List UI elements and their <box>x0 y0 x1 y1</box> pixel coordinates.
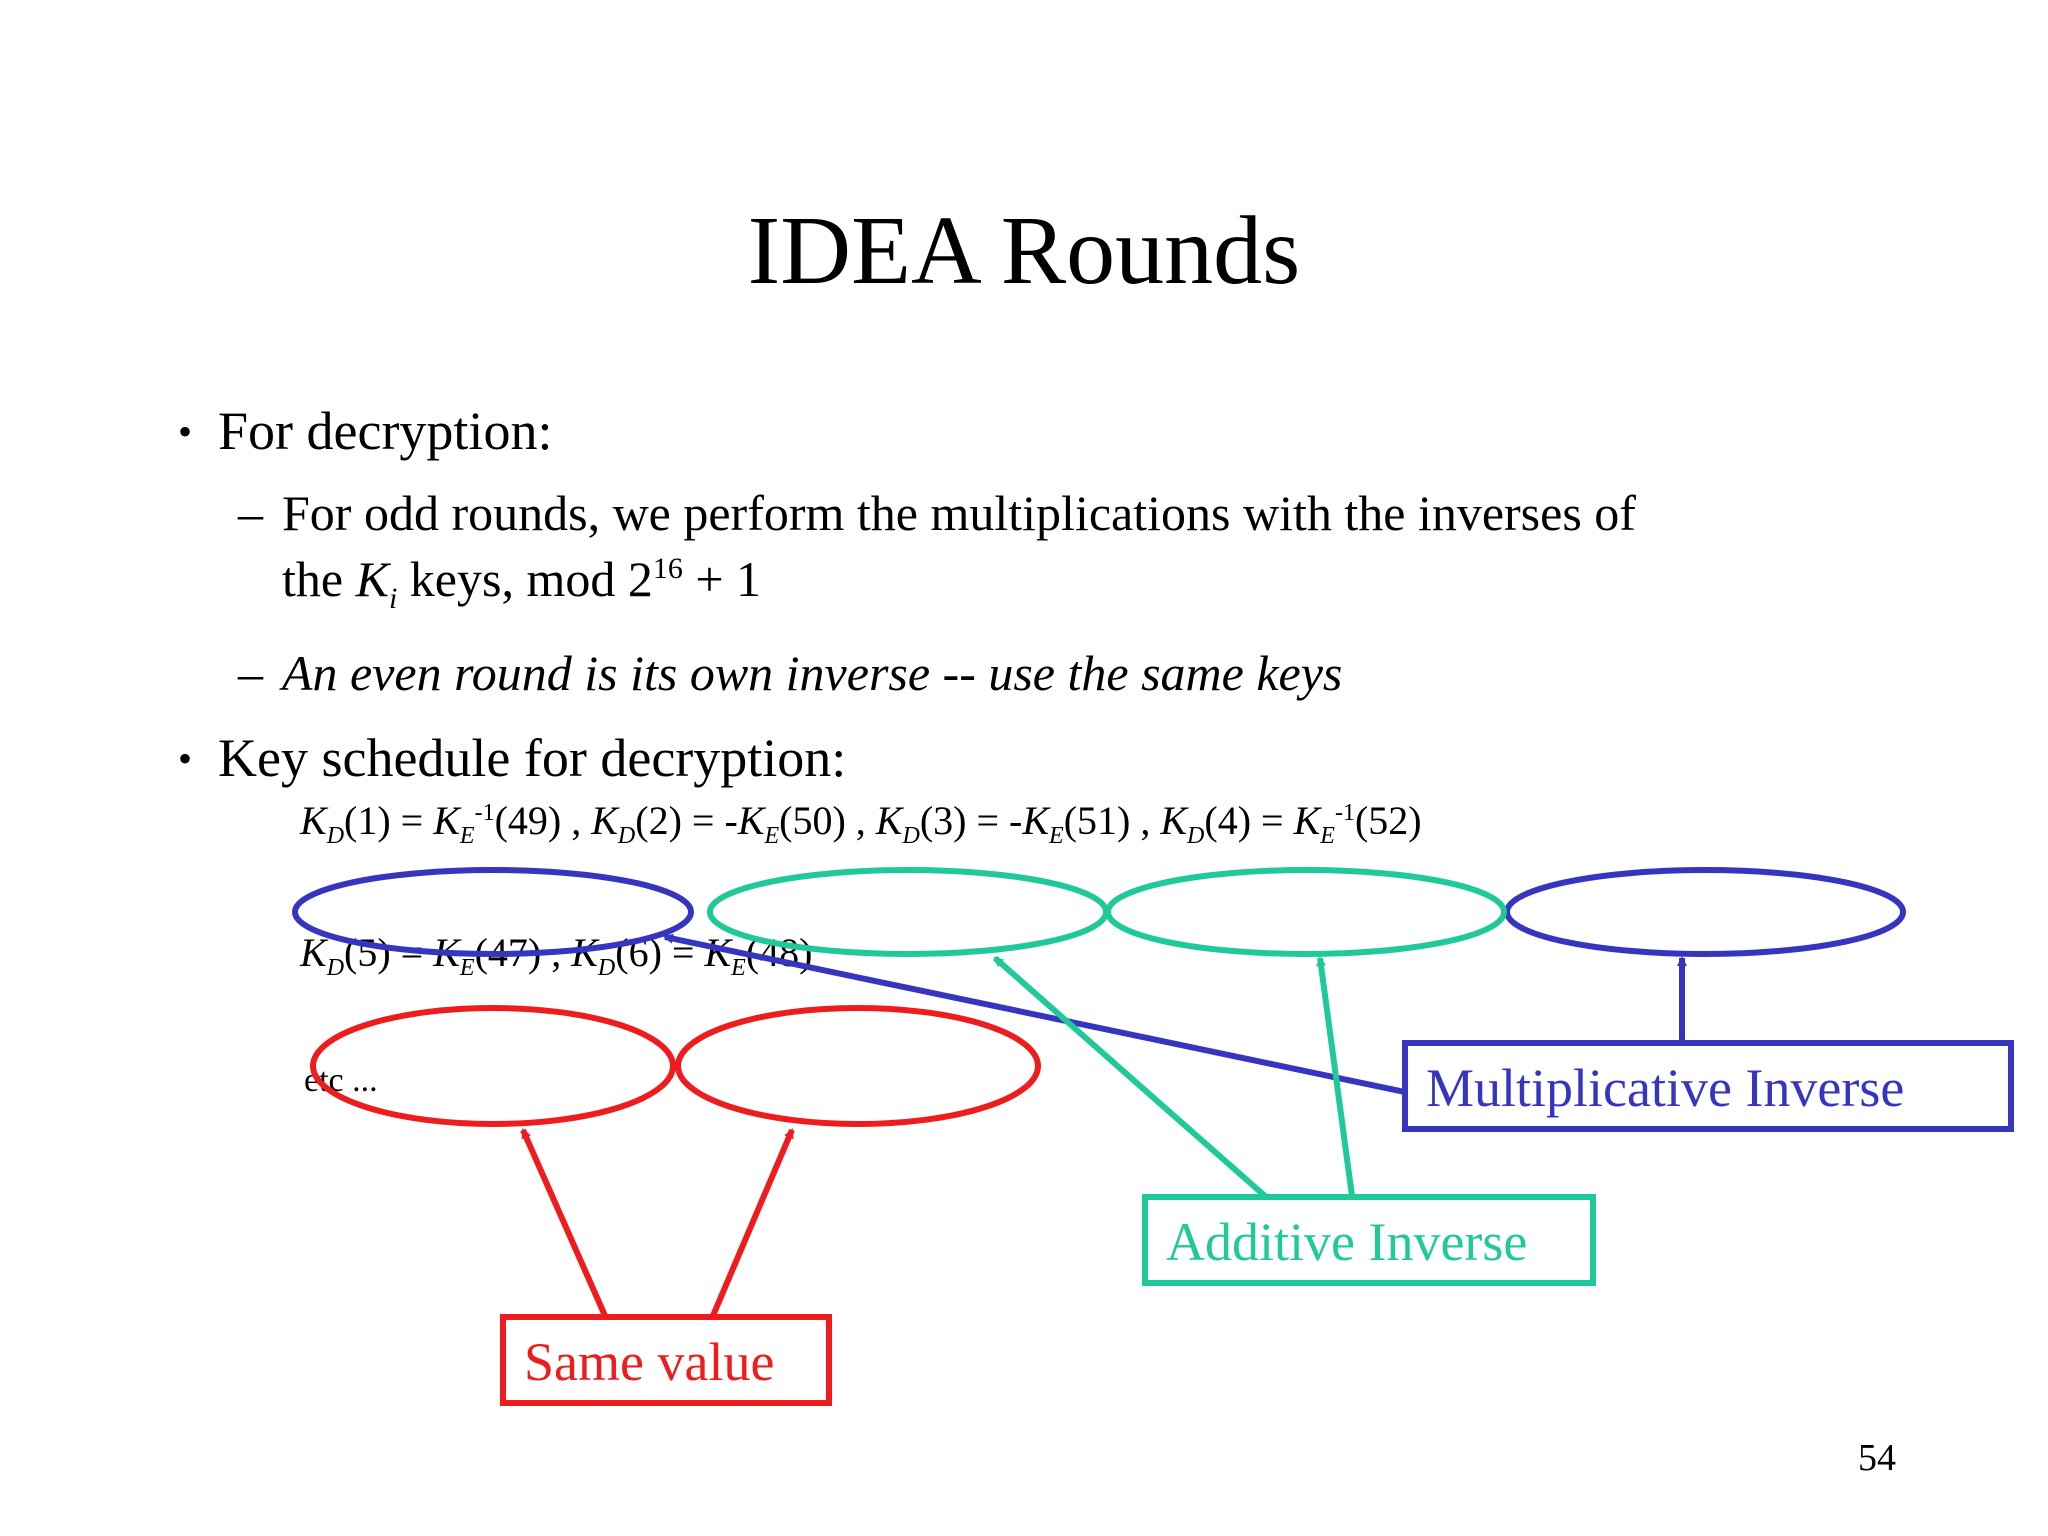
exponent-inverse: -1 <box>1334 800 1355 826</box>
subscript-e: E <box>459 823 475 849</box>
ellipse-kd6 <box>675 1005 1041 1127</box>
callout-additive-inverse: Additive Inverse <box>1142 1194 1596 1286</box>
subscript-e: E <box>764 823 780 849</box>
ellipse-kd5 <box>310 1005 676 1127</box>
text-the: the <box>282 551 356 607</box>
ke50: (50) , <box>779 798 876 843</box>
subscript-d: D <box>597 955 616 981</box>
ke52: (52) <box>1354 798 1422 843</box>
callout-multiplicative-inverse: Multiplicative Inverse <box>1402 1040 2014 1132</box>
slide-title: IDEA Rounds <box>747 197 1301 305</box>
var-k: K <box>355 551 389 607</box>
sub-bullet-even-round: An even round is its own inverse -- use … <box>282 645 1343 701</box>
sub-bullet-odd-rounds-line2: the Ki keys, mod 216 + 1 <box>282 546 762 615</box>
text-keys-mod: keys, mod 2 <box>397 551 653 607</box>
ke49: (49) , <box>494 798 592 843</box>
page-number: 54 <box>1858 1437 1896 1479</box>
callout-same-value: Same value <box>500 1314 832 1406</box>
subscript-e: E <box>459 955 475 981</box>
var-k: K <box>875 798 903 843</box>
subscript-e: E <box>731 955 746 981</box>
bullet-dot: • <box>178 409 193 454</box>
subscript-d: D <box>326 955 345 981</box>
ellipse-kd3 <box>1105 867 1507 957</box>
arrow-same-to-kd5 <box>520 1128 609 1320</box>
subscript-i: i <box>388 582 398 615</box>
subscript-d: D <box>1187 823 1205 849</box>
var-k: K <box>1022 798 1050 843</box>
arrow-mult-to-kd1 <box>663 933 1406 1095</box>
exponent-16: 16 <box>652 552 683 585</box>
arrow-same-to-kd6 <box>709 1128 795 1320</box>
bullet-dot: • <box>178 736 193 781</box>
ellipse-kd2 <box>707 867 1109 957</box>
kd3-index: (3) = - <box>919 798 1023 843</box>
var-k: K <box>591 798 618 843</box>
subscript-e: E <box>1049 823 1064 849</box>
var-k: K <box>1293 798 1321 843</box>
var-k: K <box>300 930 327 975</box>
bullet-for-decryption: For decryption: <box>218 401 553 461</box>
kd4-index: (4) = <box>1204 798 1294 843</box>
subscript-d: D <box>326 823 345 849</box>
arrow-add-to-kd3 <box>1316 956 1355 1197</box>
subscript-d: D <box>617 823 636 849</box>
arrow-add-to-kd2 <box>993 955 1267 1199</box>
subscript-d: D <box>902 823 920 849</box>
dash-marker: – <box>238 485 263 541</box>
bullet-key-schedule: Key schedule for decryption: <box>218 728 847 788</box>
subscript-e: E <box>1320 823 1335 849</box>
text-plus-one: + 1 <box>682 551 762 607</box>
kd2-index: (2) = - <box>635 798 738 843</box>
var-k: K <box>433 798 460 843</box>
ellipse-kd4 <box>1504 867 1906 957</box>
key-schedule-line-1: KD(1) = KE-1(49) , KD(2) = -KE(50) , KD(… <box>300 796 1422 849</box>
sub-bullet-odd-line1: For odd rounds, we perform the multiplic… <box>282 485 1636 541</box>
dash-marker: – <box>238 645 263 701</box>
var-k: K <box>737 798 765 843</box>
kd1-index: (1) = <box>344 798 434 843</box>
var-k: K <box>1160 798 1188 843</box>
ke51: (51) , <box>1063 798 1161 843</box>
ellipse-kd1 <box>292 867 694 957</box>
exponent-inverse: -1 <box>474 800 495 826</box>
var-k: K <box>300 798 327 843</box>
sub-bullet-odd-rounds: For odd rounds, we perform the multiplic… <box>282 480 1636 546</box>
